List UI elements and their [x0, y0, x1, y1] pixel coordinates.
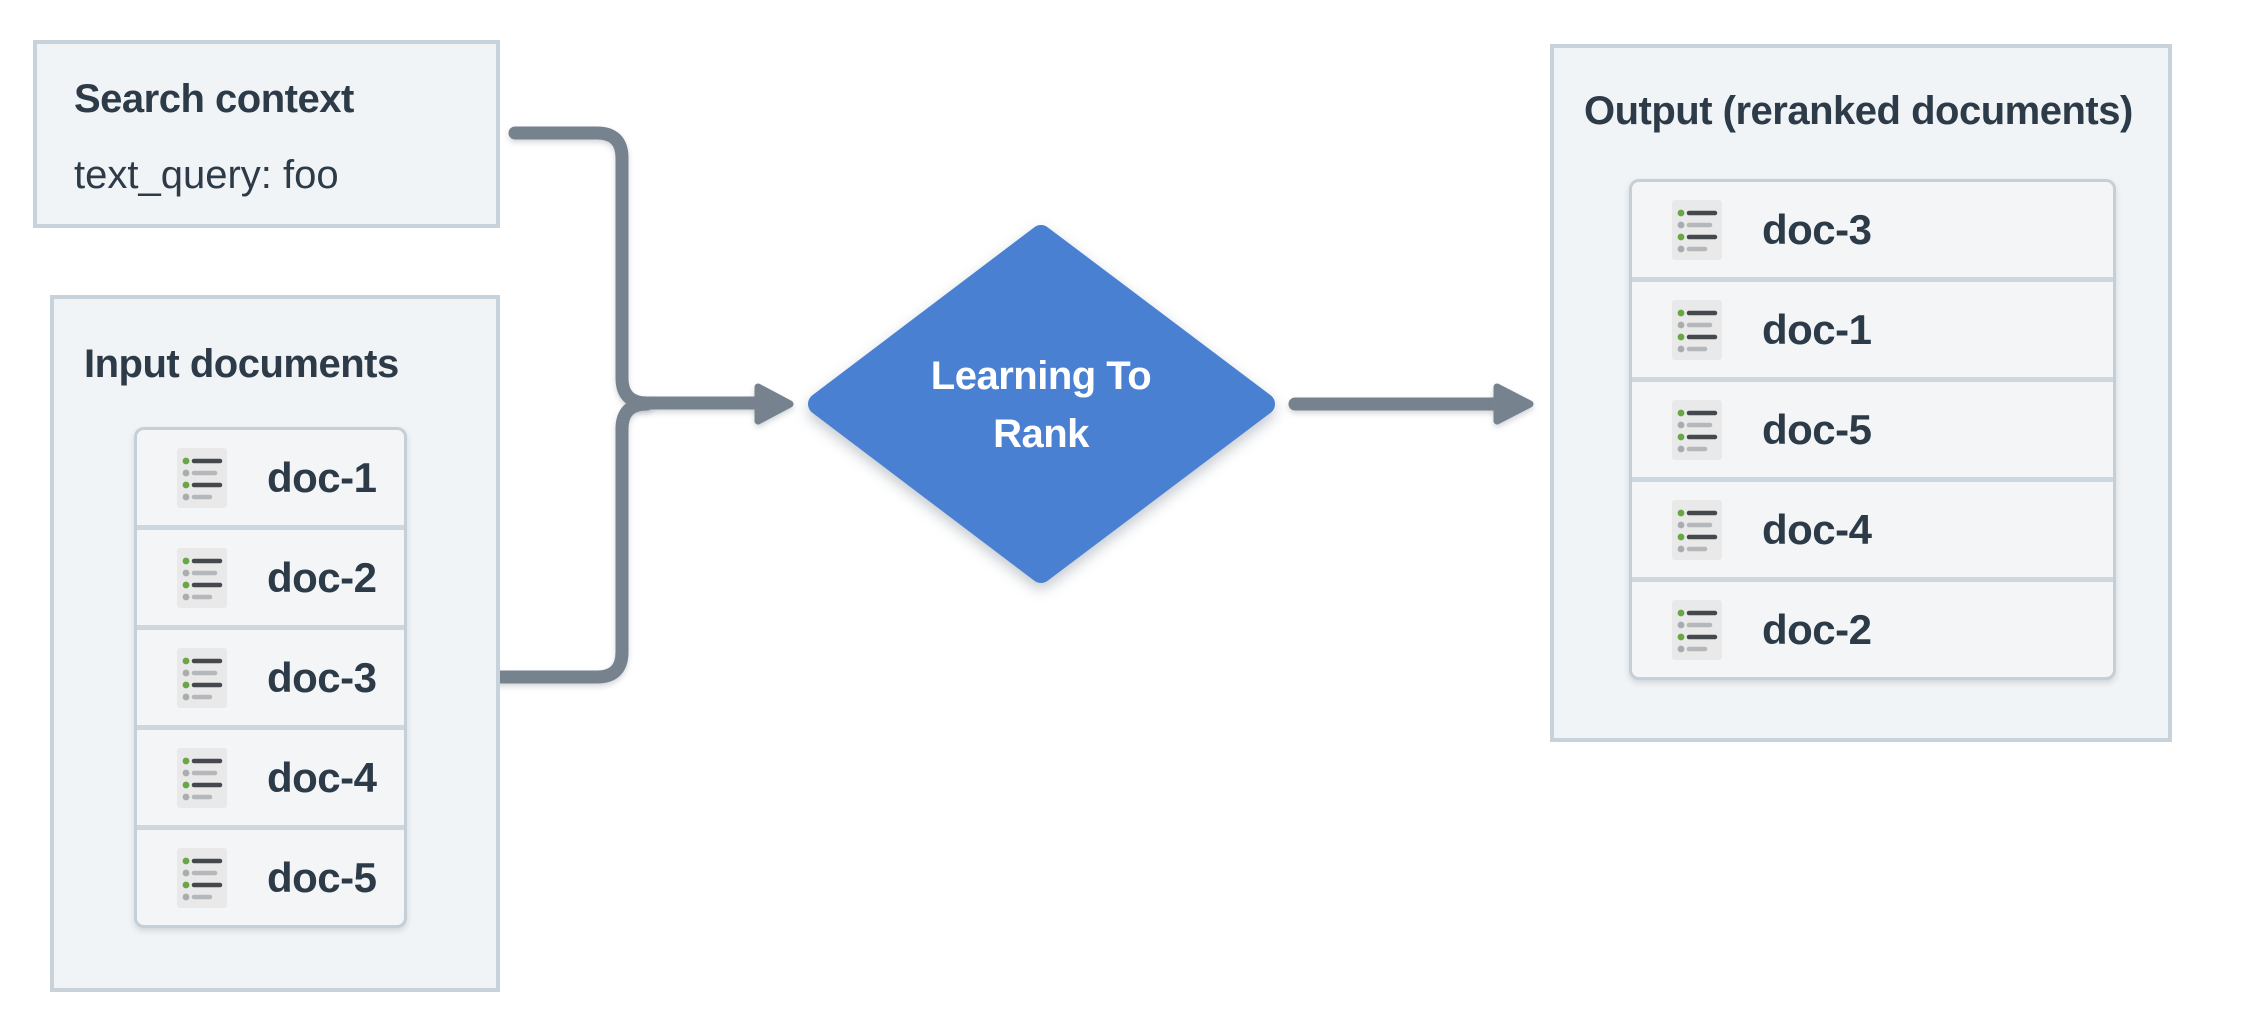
- search-context-box: Search context text_query: foo: [33, 40, 500, 228]
- doc-row: doc-1: [1632, 282, 2113, 377]
- doc-row: doc-1: [137, 430, 404, 525]
- doc-label: doc-2: [267, 553, 377, 601]
- doc-label: doc-4: [1762, 505, 1872, 553]
- search-context-title: Search context: [74, 77, 354, 121]
- doc-label: doc-5: [1762, 405, 1872, 453]
- doc-row: doc-4: [137, 730, 404, 825]
- input-documents-title: Input documents: [84, 342, 399, 386]
- doc-label: doc-2: [1762, 605, 1872, 653]
- list-icon: [177, 547, 227, 608]
- list-icon: [177, 647, 227, 708]
- doc-row: doc-3: [137, 630, 404, 725]
- list-icon: [1672, 499, 1722, 560]
- doc-label: doc-1: [1762, 305, 1872, 353]
- list-icon: [177, 747, 227, 808]
- ranker-label-line2: Rank: [993, 412, 1089, 456]
- doc-row: doc-3: [1632, 182, 2113, 277]
- doc-row: doc-2: [137, 530, 404, 625]
- output-documents-title: Output (reranked documents): [1584, 89, 2133, 133]
- doc-row: doc-4: [1632, 482, 2113, 577]
- ranker-label: Learning To Rank: [891, 347, 1191, 463]
- doc-row: doc-5: [1632, 382, 2113, 477]
- output-documents-box: Output (reranked documents): [1550, 44, 2172, 742]
- doc-row: doc-5: [137, 830, 404, 925]
- list-icon: [1672, 199, 1722, 260]
- doc-label: doc-1: [267, 453, 377, 501]
- doc-label: doc-3: [267, 653, 377, 701]
- list-icon: [1672, 599, 1722, 660]
- connector-input-docs-to-ranker: [494, 397, 654, 684]
- arrowhead-into-output: [1493, 383, 1534, 425]
- ranker-label-line1: Learning To: [930, 354, 1152, 398]
- arrowhead-into-ranker: [754, 383, 794, 425]
- doc-label: doc-3: [1762, 205, 1872, 253]
- input-documents-stack: doc-1 doc-2: [134, 427, 407, 928]
- list-icon: [177, 447, 227, 508]
- connector-search-context-to-ranker: [508, 126, 765, 410]
- list-icon: [1672, 299, 1722, 360]
- input-documents-box: Input documents doc-1: [50, 295, 500, 992]
- doc-label: doc-4: [267, 753, 377, 801]
- search-context-query: text_query: foo: [74, 153, 339, 197]
- doc-label: doc-5: [267, 853, 377, 901]
- ranker-diamond: [808, 225, 1275, 583]
- output-documents-stack: doc-3 doc-1: [1629, 179, 2116, 680]
- list-icon: [177, 847, 227, 908]
- list-icon: [1672, 399, 1722, 460]
- doc-row: doc-2: [1632, 582, 2113, 677]
